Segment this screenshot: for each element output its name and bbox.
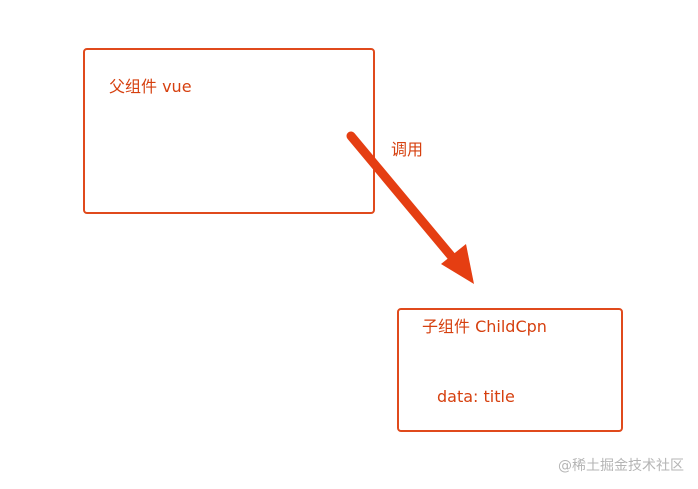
child-data-label: data: title [437, 387, 515, 406]
child-component-box [397, 308, 623, 432]
watermark: @稀土掘金技术社区 [558, 458, 684, 474]
call-label: 调用 [391, 140, 424, 159]
parent-component-label: 父组件 vue [109, 77, 192, 96]
parent-component-box [83, 48, 375, 214]
call-arrow-head [441, 244, 474, 284]
call-arrow-shaft [346, 131, 462, 268]
child-component-label: 子组件 ChildCpn [422, 317, 547, 336]
